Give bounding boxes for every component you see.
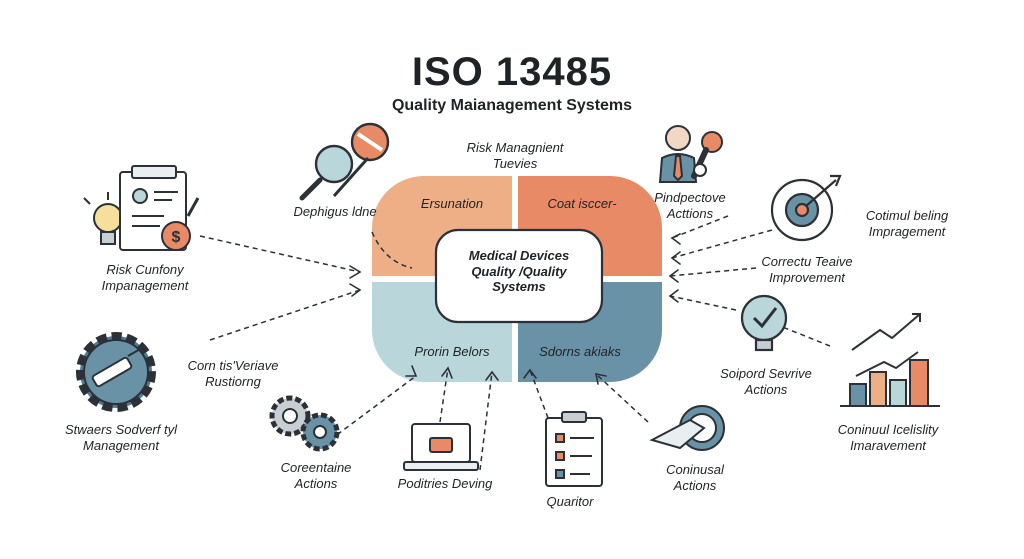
dollar-icon: $ [161,197,200,251]
label-risk-cunfony: Risk Cunfony Impanagement [80,262,210,293]
connector-quaritor [479,371,493,471]
label-line: Impragement [868,223,946,239]
label-line: Correctu Teaive [761,254,853,269]
label-coninuul: Coninuul Icelislity Imaravement [808,422,968,453]
connector-dephigus [371,231,413,269]
label-line: Actions [673,477,717,493]
connector-poditries [439,367,449,423]
label-line: Impanagement [101,277,189,293]
label-line: Rustiorng [205,373,261,389]
label-line: Risk Managnient [466,140,564,155]
hand-icon [649,405,725,451]
label-line: Improvement [769,269,845,285]
connector-coninuul [779,325,831,347]
label-line: Actions [744,381,788,397]
label-quaritor: Quaritor [520,494,620,510]
label-risk-managnient: Risk Managnient Tuevies [440,140,590,171]
label-line: Coninusal [666,462,724,477]
quadrant-bottom-right-label: Sdorns akiaks [539,344,621,359]
label-poditries: Poditries Deving [370,476,520,492]
wrench-icon [691,131,723,179]
quadrant-bottom-left-label: Prorin Belors [414,344,490,359]
label-line: Tuevies [492,155,538,171]
label-coreentaine: Coreentaine Actions [256,460,376,491]
connectors [199,215,831,471]
center-label: Medical Devices Quality /Quality Systems [448,248,590,295]
label-continusal: Coninusal Actions [640,462,750,493]
label-line: Stwaers Sodverf tyl [65,422,177,437]
label-line: Management [83,437,159,453]
label-line: Poditries Deving [397,476,493,491]
businessman-icon [658,125,698,183]
checklist-icon [545,411,603,487]
label-soipord: Soipord Sevrive Actions [706,366,826,397]
label-line: Soipord Sevrive [720,366,812,381]
label-corn-tis: Corn tis'Veriave Rustiorng [168,358,298,389]
gears-icon [269,395,340,452]
page-title: ISO 13485 [411,50,613,94]
label-line: Dephigus ldne [293,204,377,219]
label-line: Corn tis'Veriave [187,358,279,373]
svg-text:$: $ [172,229,181,246]
prohibit-icon [332,122,390,198]
center-line-3: Systems [492,279,546,295]
label-dephigus: Dephigus ldne [270,204,400,220]
label-line: Actions [294,475,338,491]
label-line: Risk Cunfony [106,262,184,277]
lightbulb-icon [83,192,133,245]
quadrant-top-left-label: Ersunation [420,196,484,211]
magnifier-icon [299,144,354,201]
connector-corn-tis [209,289,361,341]
label-stwaers: Stwaers Sodverf tyl Management [46,422,196,453]
target-icon [770,174,842,242]
connector-arrowheads [349,233,681,385]
label-line: Imaravement [850,437,926,453]
center-line-1: Medical Devices [468,248,570,263]
label-line: Pindpectove [654,190,726,205]
bar-chart-icon [840,313,940,407]
label-line: Coreentaine [280,460,352,475]
connector-soipord [669,295,737,311]
center-box [434,228,604,324]
connector-pindpectove [671,215,729,239]
label-line: Coninuul Icelislity [837,422,939,437]
connector-risk-cunfony [199,235,361,273]
quadrant-top-right-label: Coat isccer- [547,196,617,211]
page-subtitle: Quality Maianagement Systems [391,97,633,114]
center-line-2: Quality /Quality [471,263,567,279]
gear-icon [76,332,156,412]
label-correctu: Correctu Teaive Improvement [742,254,872,285]
label-line: Quaritor [546,494,594,509]
connector-coreentaine [329,375,417,441]
connector-continusal-b [595,373,649,423]
bulb-check-icon [740,294,788,352]
label-cotimul: Cotimul beling Impragement [842,208,972,239]
label-pindpectove: Pindpectove Acttions [630,190,750,221]
laptop-icon [403,423,479,471]
label-line: Cotimul beling [865,208,949,223]
label-line: Acttions [666,205,714,221]
